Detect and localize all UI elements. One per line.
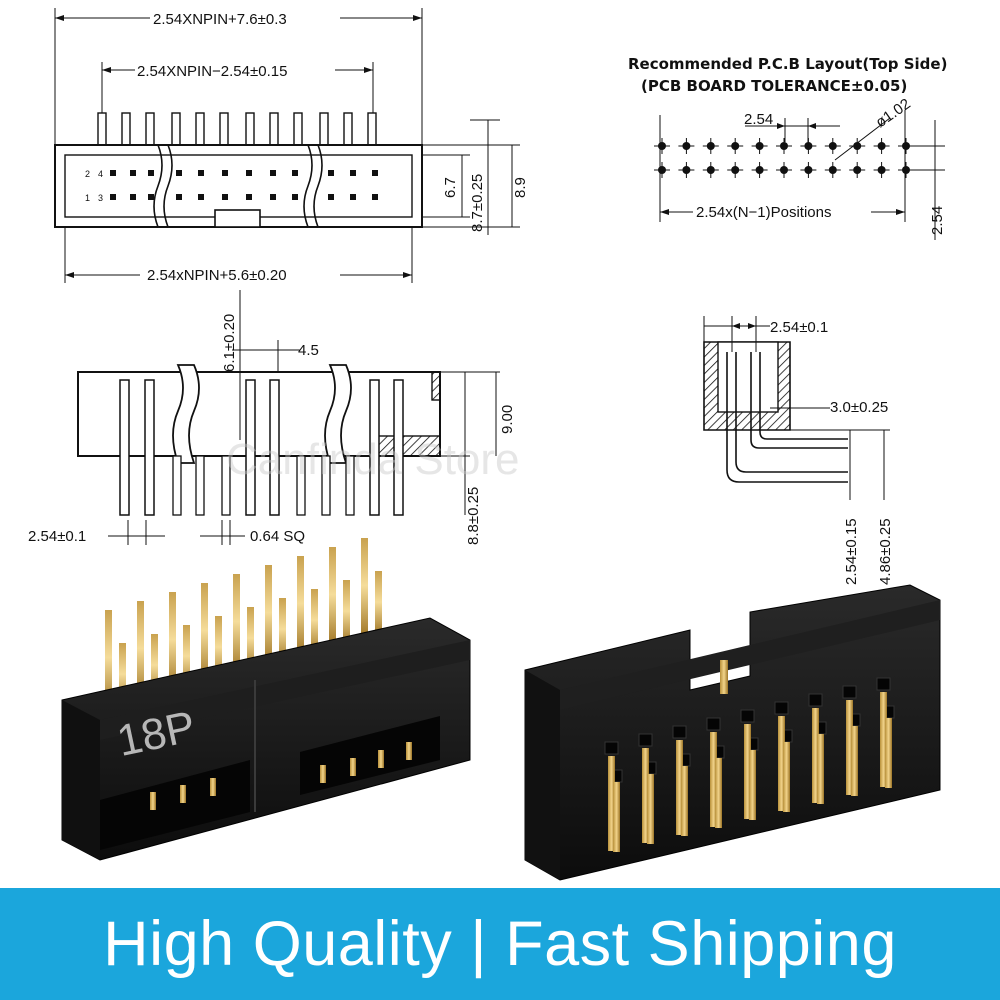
pin-number-3: 3 <box>98 193 103 203</box>
connector-pin <box>265 565 272 660</box>
mid-height-dim: 8.7±0.25 <box>469 174 486 232</box>
socket-hole <box>604 741 619 755</box>
connector-pin <box>361 538 368 633</box>
offset-dim: 4.5 <box>298 342 319 359</box>
connector-pin <box>783 742 790 812</box>
pcb-layout-drawing: Recommended P.C.B Layout(Top Side) (PCB … <box>628 55 947 240</box>
pcb-hole-grid <box>654 138 914 178</box>
connector-pin <box>119 643 126 705</box>
top-view-drawing: 2.54XNPIN+7.6±0.3 2.54XNPIN−2.54±0.15 <box>54 8 529 284</box>
connector-pin <box>201 583 208 678</box>
tail-length-dim: 8.8±0.25 <box>465 487 482 545</box>
side-view-drawing: 6.1±0.20 4.5 9.00 8.8±0.25 2.54±0.1 0.64… <box>28 290 516 545</box>
pin-height-dim: 6.1±0.20 <box>221 314 238 372</box>
top-view-pin-dots: 2 4 1 3 <box>85 169 378 203</box>
side-view-pins <box>119 379 404 516</box>
connector-pin <box>311 589 318 651</box>
inner-height-dim: 6.7 <box>442 177 459 198</box>
right-angle-view-drawing: 2.54±0.1 3.0±0.25 2.54±0.15 4.86±0.25 <box>703 316 894 585</box>
bottom-width-dim: 2.54xNPIN+5.6±0.20 <box>147 267 287 284</box>
socket-hole <box>740 709 755 723</box>
socket-hole <box>774 701 789 715</box>
ra-row-spacing-dim: 2.54±0.15 <box>843 518 860 585</box>
overall-width-dim: 2.54XNPIN+7.6±0.3 <box>153 11 287 28</box>
pcb-pitch-dim: 2.54 <box>744 111 773 128</box>
connector-pin <box>151 634 158 696</box>
connector-pin <box>778 716 785 811</box>
connector-pin <box>885 718 892 788</box>
connector-pin <box>329 547 336 642</box>
connector-pin <box>105 610 112 705</box>
connector-pin <box>608 756 615 851</box>
connector-illustration-left: 18P <box>61 538 471 861</box>
connector-pin <box>375 571 382 633</box>
pcb-row-pitch-dim: 2.54 <box>929 206 946 235</box>
connector-pin <box>137 601 144 696</box>
pcb-hole-dim: ø1.02 <box>873 95 914 131</box>
connector-pin <box>343 580 350 642</box>
promo-banner: High Quality | Fast Shipping <box>0 888 1000 1000</box>
ra-offset-dim: 3.0±0.25 <box>830 399 888 416</box>
connector-pin <box>279 598 286 660</box>
connector-pin <box>297 556 304 651</box>
banner-text: High Quality | Fast Shipping <box>103 909 897 979</box>
connector-pin <box>169 592 176 687</box>
total-height-dim: 8.9 <box>512 177 529 198</box>
pin-span-dim: 2.54XNPIN−2.54±0.15 <box>137 63 287 80</box>
pin-size-dim: 0.64 SQ <box>250 528 305 545</box>
connector-pin <box>613 782 620 852</box>
pcb-layout-title: Recommended P.C.B Layout(Top Side) <box>628 55 947 73</box>
connector-pin <box>710 732 717 827</box>
connector-pin <box>812 708 819 803</box>
connector-pin <box>846 700 853 795</box>
connector-pin <box>183 625 190 687</box>
socket-hole <box>706 717 721 731</box>
socket-hole <box>808 693 823 707</box>
pin-number-4: 4 <box>98 169 103 179</box>
ra-pitch-dim: 2.54±0.1 <box>770 319 828 336</box>
connector-illustration-right <box>524 584 941 881</box>
pcb-layout-tolerance: (PCB BOARD TOLERANCE±0.05) <box>641 77 907 95</box>
store-watermark: Canfinda Store <box>226 435 520 484</box>
connector-pin <box>233 574 240 669</box>
connector-pin <box>247 607 254 669</box>
connector-pin <box>749 750 756 820</box>
ra-bend-height-dim: 4.86±0.25 <box>877 518 894 585</box>
connector-pin <box>715 758 722 828</box>
pitch-dim: 2.54±0.1 <box>28 528 86 545</box>
connector-pin <box>851 726 858 796</box>
connector-pin <box>880 692 887 787</box>
body-height-dim: 9.00 <box>499 405 516 434</box>
connector-pin <box>681 766 688 836</box>
connector-pin <box>647 774 654 844</box>
connector-pin <box>642 748 649 843</box>
connector-pin <box>744 724 751 819</box>
top-view-pins <box>97 112 377 146</box>
socket-hole <box>876 677 891 691</box>
pcb-positions-dim: 2.54x(N−1)Positions <box>696 204 831 221</box>
socket-hole <box>842 685 857 699</box>
socket-hole <box>672 725 687 739</box>
connector-pin <box>676 740 683 835</box>
connector-pin <box>215 616 222 678</box>
pin-number-2: 2 <box>85 169 90 179</box>
connector-pin <box>817 734 824 804</box>
pin-number-1: 1 <box>85 193 90 203</box>
socket-hole <box>638 733 653 747</box>
